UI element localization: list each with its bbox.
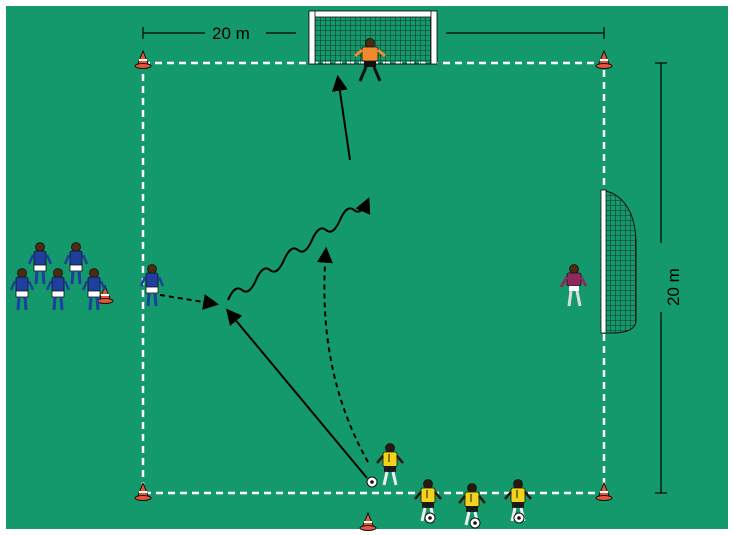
ball-queue-2 (470, 518, 480, 528)
ball-queue-3 (514, 513, 524, 523)
width-dimension-label: 20 m (212, 24, 250, 43)
ball-queue-1 (425, 513, 435, 523)
height-dimension-label: 20 m (664, 268, 683, 306)
ball-passer (367, 477, 377, 487)
